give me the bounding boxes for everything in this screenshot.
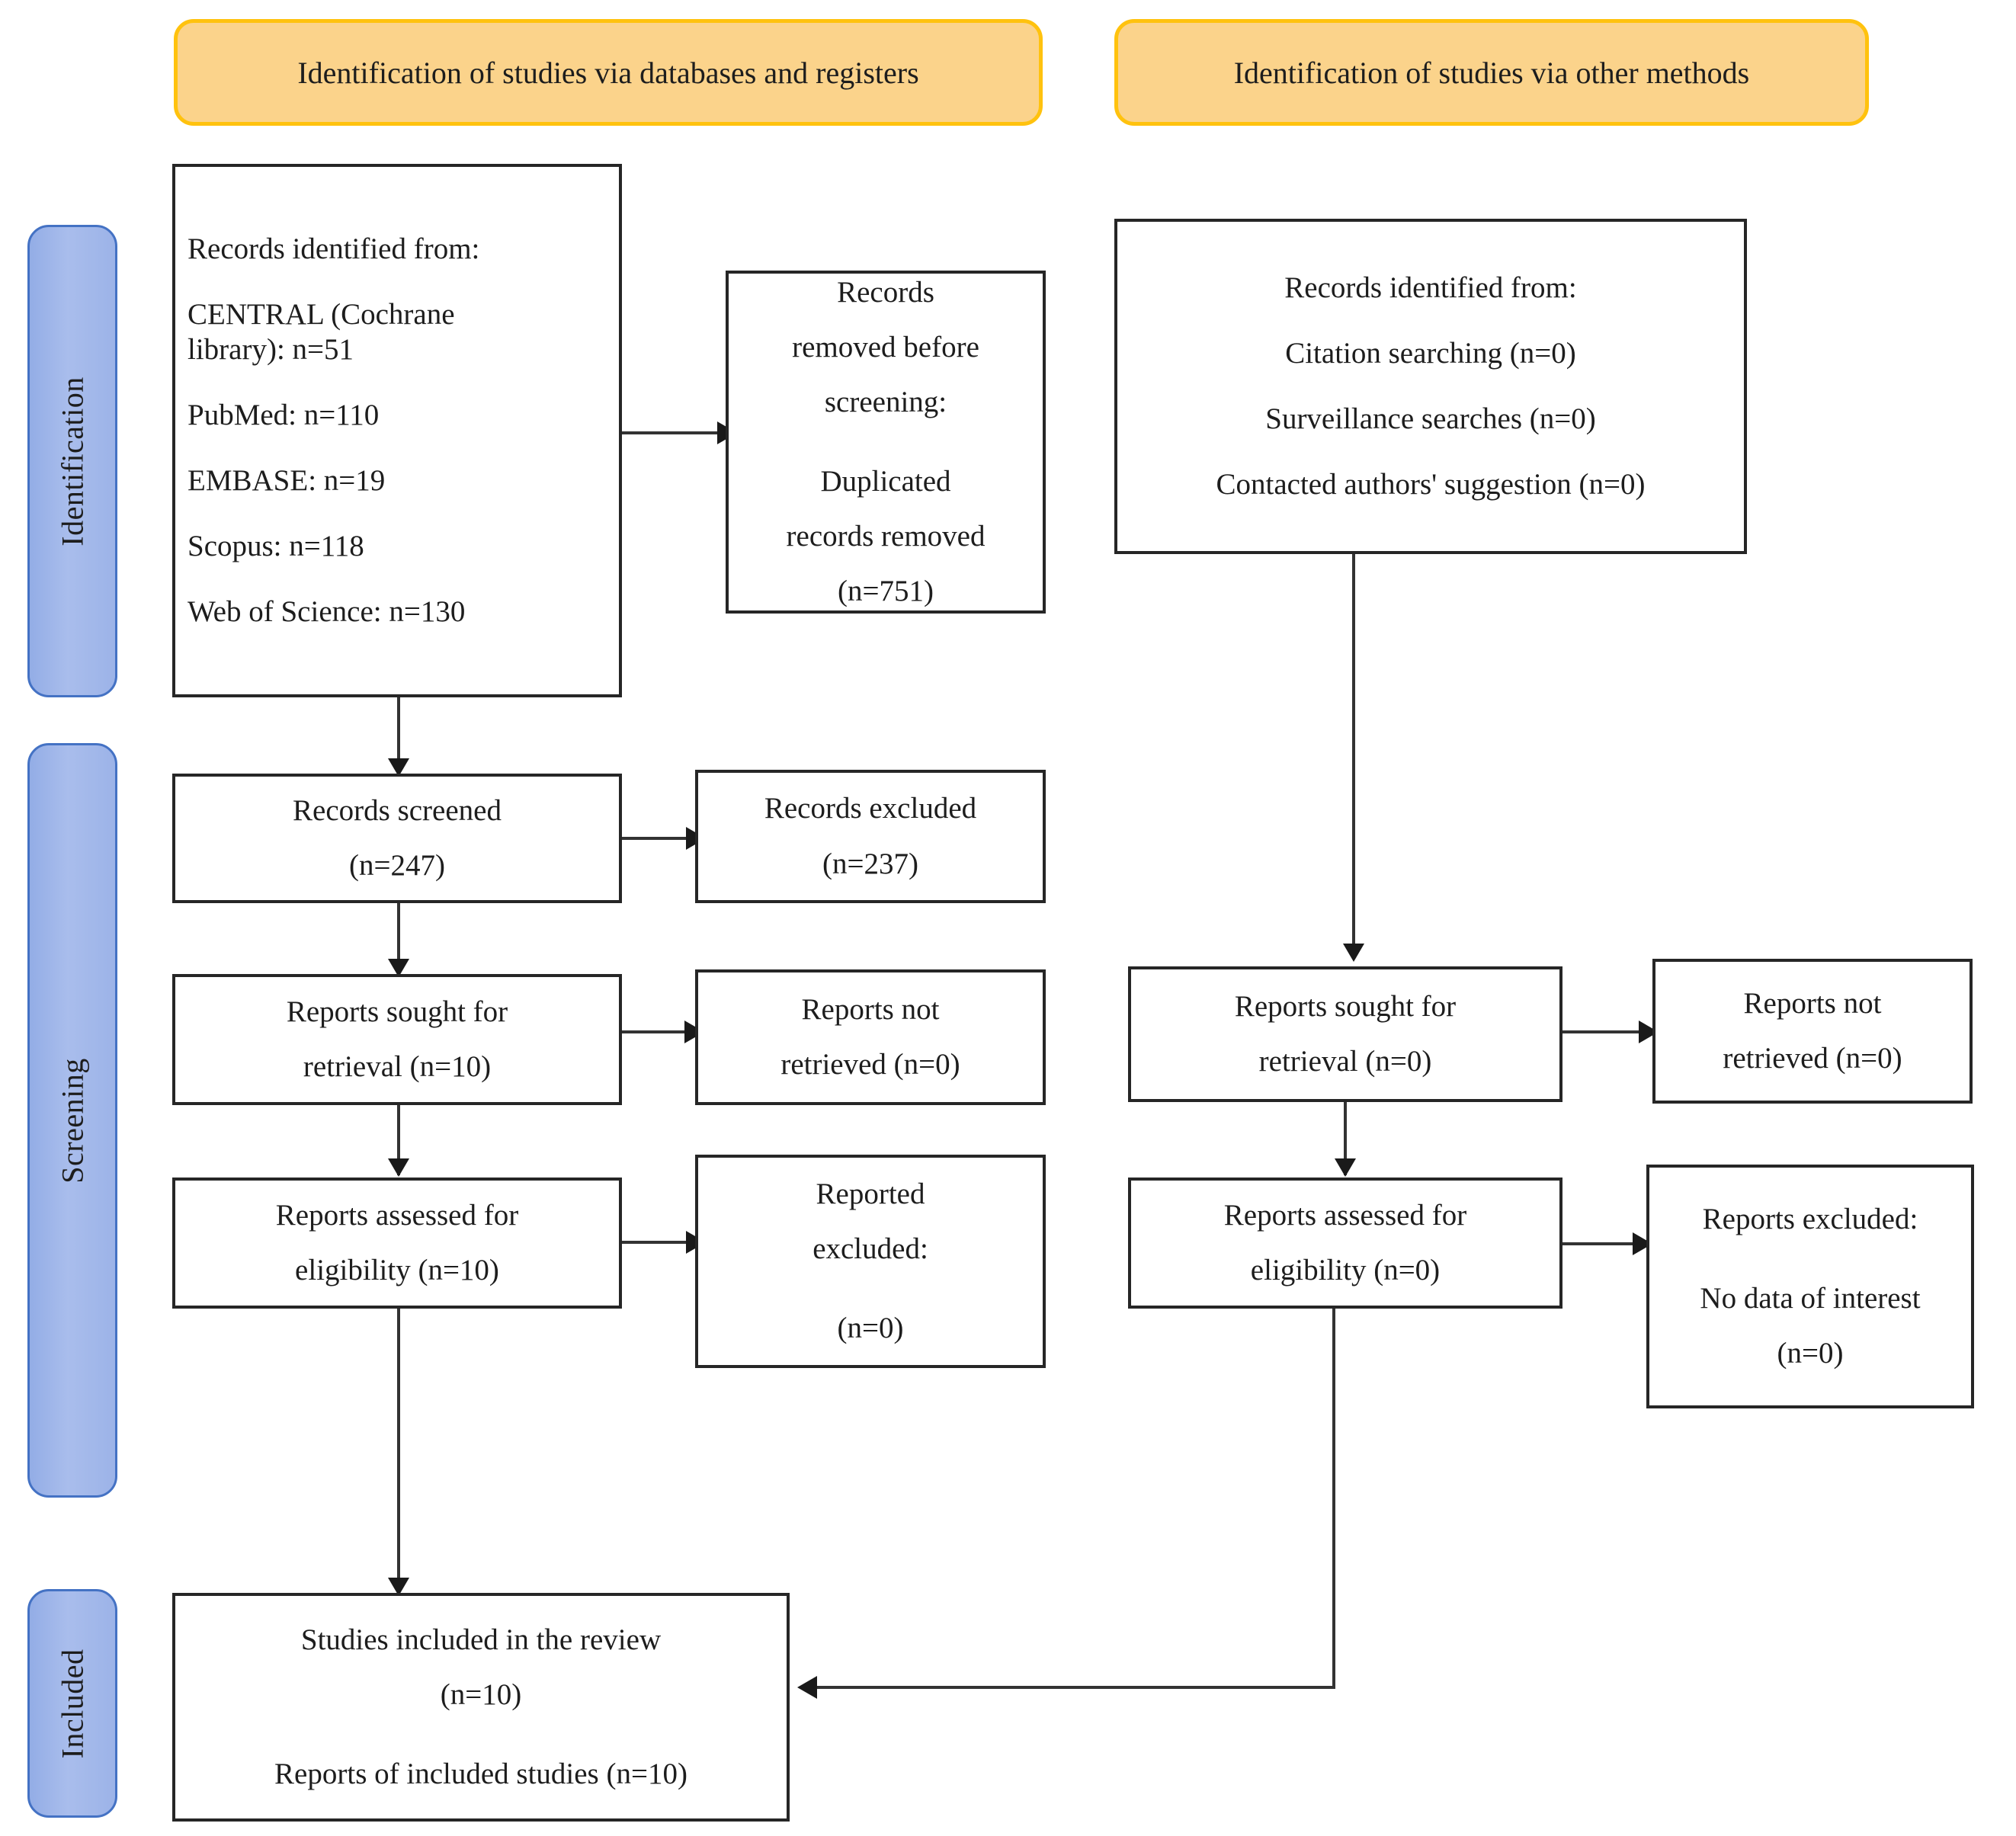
source-central-line1: CENTRAL (Cochrane [187,297,455,331]
reports-not-retrieved-left-line1: Reports not [801,992,940,1026]
connector-identified-to-screened [397,697,400,762]
records-screened-line2: (n=247) [349,849,445,882]
reports-excluded-left-line2: excluded: [812,1232,928,1265]
connector-sought-to-not-retrieved-left [622,1030,684,1033]
reports-not-retrieved-left-line2: retrieved (n=0) [780,1048,960,1081]
reports-sought-right-line1: Reports sought for [1234,989,1457,1023]
records-removed-line3: screening: [824,385,947,418]
reports-excluded-left-line3: (n=0) [837,1312,904,1344]
reports-sought-left-line1: Reports sought for [286,995,508,1028]
box-reports-assessed-right: Reports assessed for eligibility (n=0) [1128,1178,1562,1309]
connector-sought-to-assessed-right [1344,1102,1347,1175]
box-reports-sought-left: Reports sought for retrieval (n=10) [172,974,622,1105]
records-excluded-line2: (n=237) [822,847,918,880]
arrow-right-to-included [797,1676,817,1699]
connector-identified-to-removed [622,431,717,434]
studies-included-line1: Studies included in the review [300,1623,662,1656]
box-records-excluded: Records excluded (n=237) [695,770,1046,903]
box-reports-not-retrieved-left: Reports not retrieved (n=0) [695,969,1046,1105]
records-identified-heading: Records identified from: [187,232,480,265]
box-reports-sought-right: Reports sought for retrieval (n=0) [1128,966,1562,1102]
records-excluded-line1: Records excluded [764,792,977,825]
box-reports-assessed-left: Reports assessed for eligibility (n=10) [172,1178,622,1309]
banner-other-methods: Identification of studies via other meth… [1114,19,1869,126]
reports-assessed-right-line2: eligibility (n=0) [1250,1254,1441,1286]
box-records-identified-other: Records identified from: Citation search… [1114,219,1747,554]
other-source-citation-searching: Citation searching (n=0) [1285,336,1576,370]
box-reports-not-retrieved-right: Reports not retrieved (n=0) [1652,959,1973,1104]
other-source-surveillance-searches: Surveillance searches (n=0) [1265,402,1596,435]
box-records-screened: Records screened (n=247) [172,774,622,903]
box-studies-included: Studies included in the review (n=10) Re… [172,1593,790,1822]
connector-sought-to-assessed-left [397,1105,400,1175]
other-source-contacted-authors: Contacted authors' suggestion (n=0) [1216,468,1646,501]
connector-sought-to-not-retrieved-right [1562,1030,1639,1033]
connector-right-to-included-horizontal [817,1686,1334,1689]
stage-bar-identification: Identification [27,225,117,697]
connector-assessed-to-excluded-left [622,1241,686,1244]
records-removed-line4: Duplicated [820,465,951,498]
reports-not-retrieved-right-line1: Reports not [1743,986,1882,1020]
reports-excluded-left-line1: Reported [816,1177,925,1210]
reports-excluded-right-line1: Reports excluded: [1702,1202,1918,1235]
reports-assessed-left-line2: eligibility (n=10) [295,1254,499,1286]
source-scopus: Scopus: n=118 [187,530,364,563]
reports-sought-left-line2: retrieval (n=10) [303,1050,492,1083]
reports-of-included-studies: Reports of included studies (n=10) [274,1757,687,1790]
records-removed-line1: Records [837,275,934,309]
connector-screened-to-excluded [622,837,686,840]
reports-excluded-right-line2: No data of interest [1700,1281,1921,1315]
connector-screened-to-sought [397,903,400,972]
stage-label-identification: Identification [55,376,90,546]
stage-label-screening: Screening [55,1057,90,1184]
source-pubmed: PubMed: n=110 [187,398,380,431]
reports-not-retrieved-right-line2: retrieved (n=0) [1723,1042,1902,1075]
box-records-removed-before-screening: Records removed before screening: Duplic… [726,271,1046,614]
records-removed-line5: records removed [786,520,986,553]
reports-assessed-right-line1: Reports assessed for [1223,1198,1467,1232]
reports-sought-right-line2: retrieval (n=0) [1258,1045,1432,1078]
stage-bar-screening: Screening [27,743,117,1498]
banner-databases-label: Identification of studies via databases … [297,55,919,90]
connector-right-to-included-vertical [1332,1309,1335,1689]
source-embase: EMBASE: n=19 [187,464,386,497]
box-records-identified-databases: Records identified from: CENTRAL (Cochra… [172,164,622,697]
reports-excluded-right-line3: (n=0) [1777,1337,1844,1370]
arrow-sought-to-assessed-left [388,1158,409,1177]
banner-databases-registers: Identification of studies via databases … [174,19,1043,126]
banner-other-methods-label: Identification of studies via other meth… [1233,55,1750,90]
stage-bar-included: Included [27,1589,117,1818]
source-web-of-science: Web of Science: n=130 [187,595,466,629]
records-screened-line1: Records screened [293,793,502,827]
source-central-line2: library): n=51 [187,332,354,366]
box-reports-excluded-left: Reported excluded: (n=0) [695,1155,1046,1368]
stage-label-included: Included [55,1649,90,1758]
connector-other-identified-to-sought [1352,554,1355,958]
connector-assessed-to-included [397,1309,400,1594]
reports-assessed-left-line1: Reports assessed for [275,1198,519,1232]
connector-assessed-to-excluded-right [1562,1242,1633,1245]
records-removed-line2: removed before [792,330,979,364]
studies-included-line2: (n=10) [440,1677,522,1711]
arrow-other-identified-to-sought [1343,944,1364,962]
records-removed-line6: (n=751) [838,575,934,608]
arrow-sought-to-assessed-right [1335,1158,1356,1177]
records-identified-other-heading: Records identified from: [1284,271,1577,304]
box-reports-excluded-right: Reports excluded: No data of interest (n… [1646,1165,1974,1408]
